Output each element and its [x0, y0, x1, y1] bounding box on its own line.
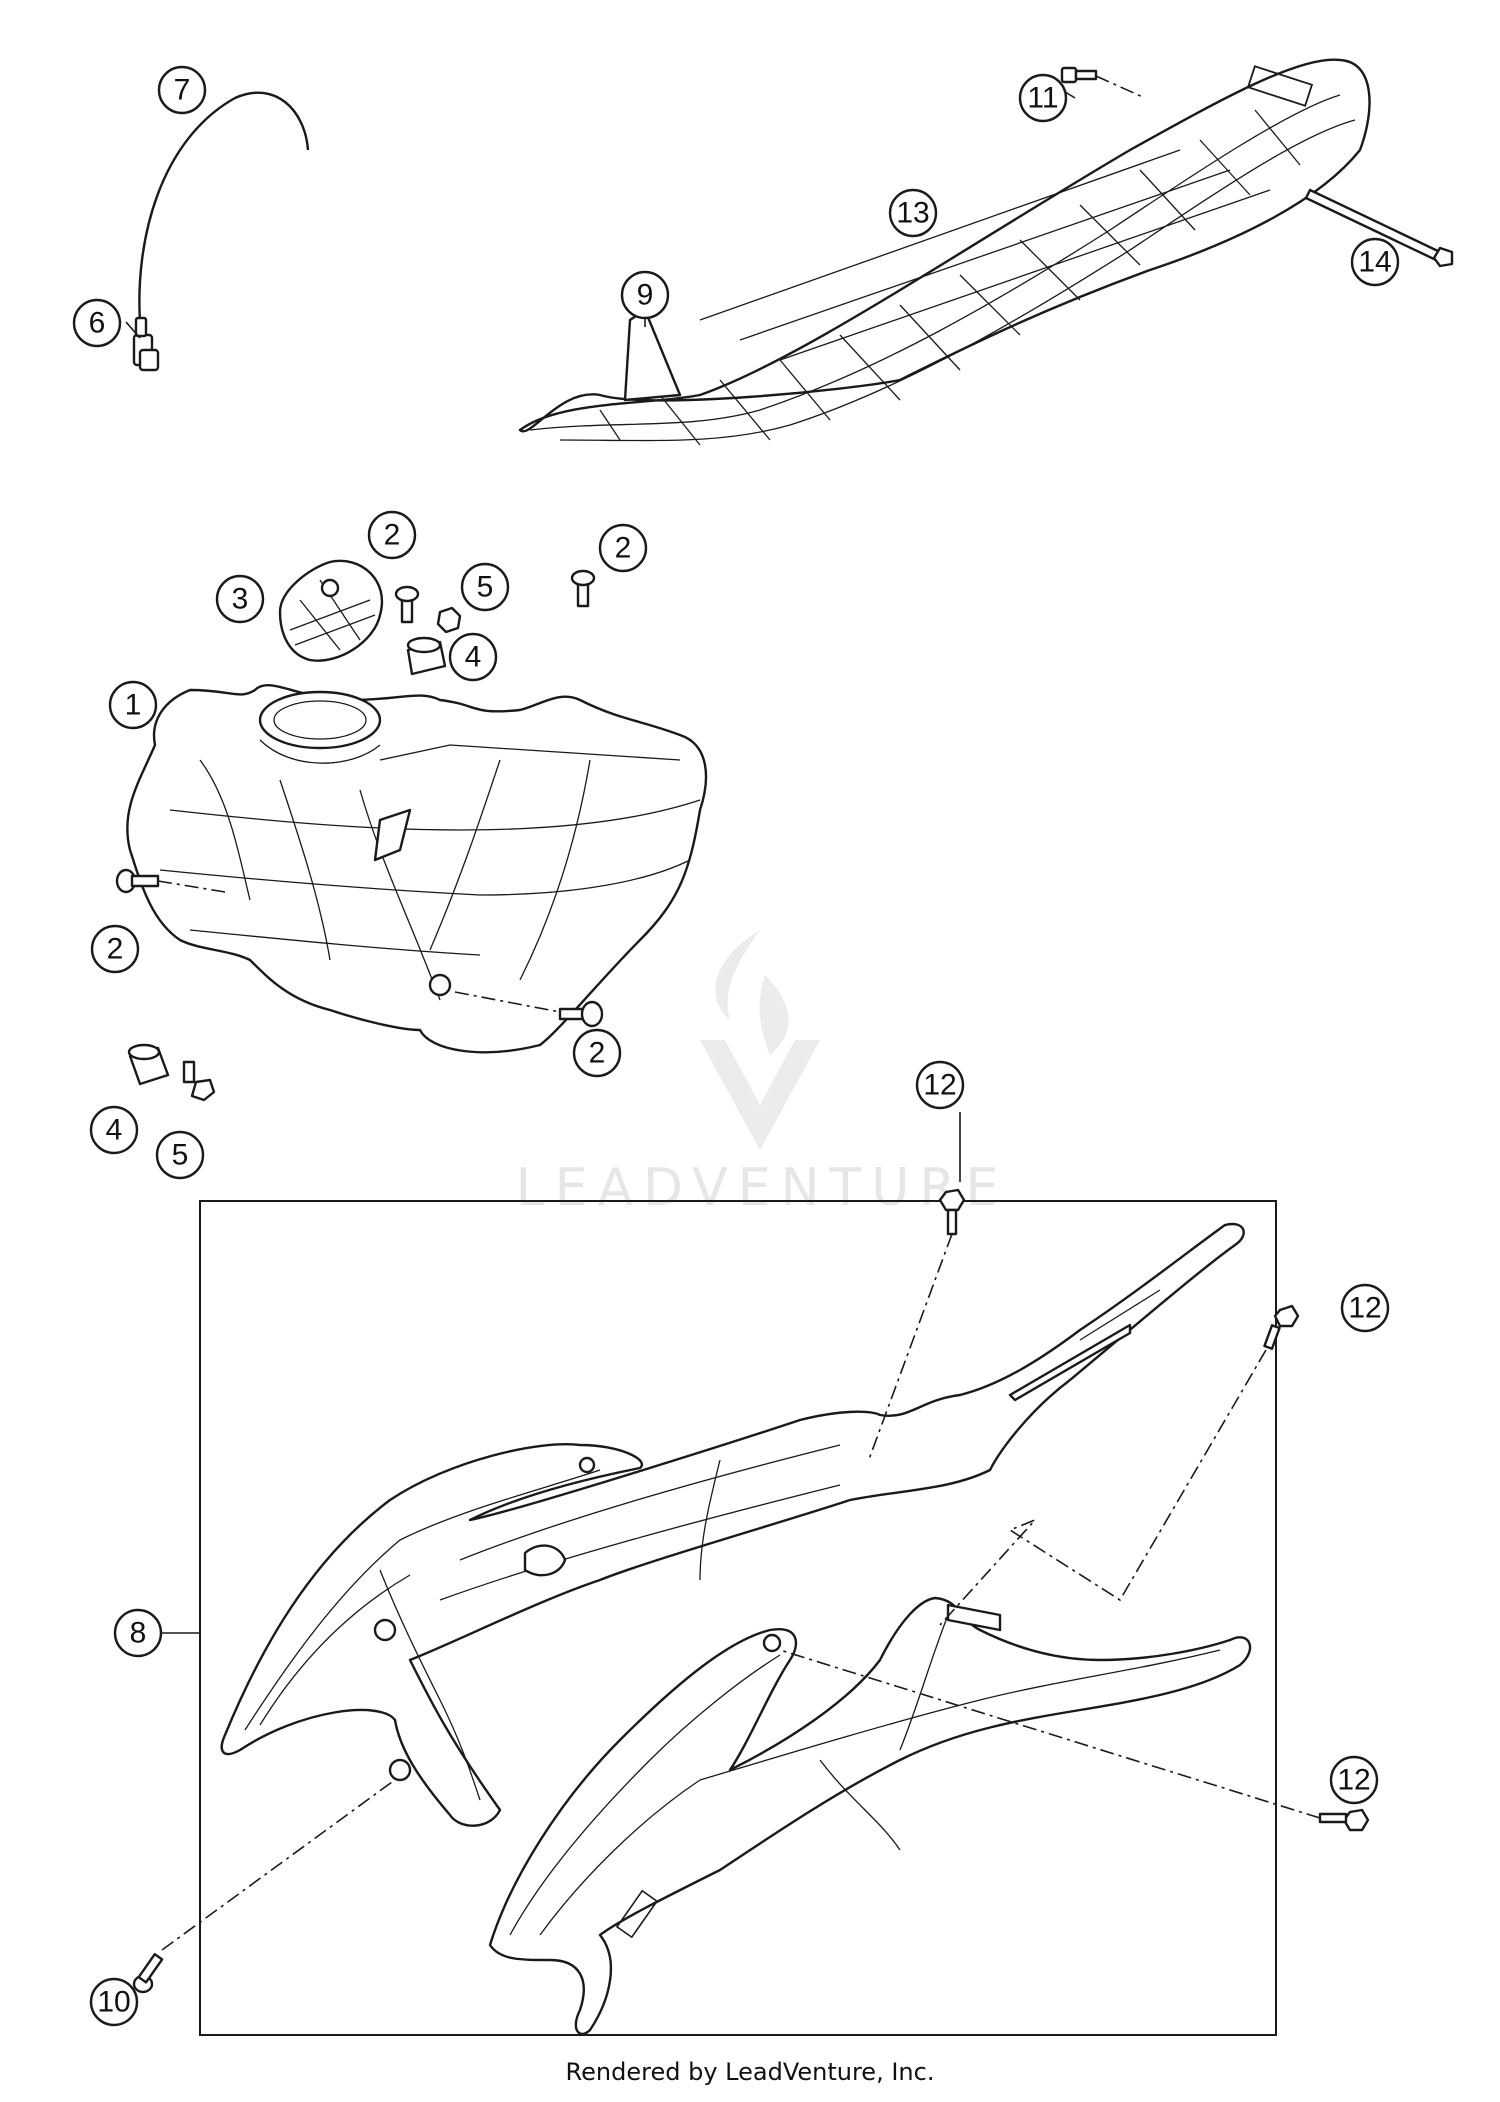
callout-2-tank-right[interactable]: 2 — [572, 1028, 622, 1078]
side-panel-right[interactable] — [488, 1596, 1252, 2036]
svg-text:12: 12 — [1348, 1292, 1381, 1325]
screw-tank-right[interactable] — [558, 1000, 604, 1028]
panel-logo — [615, 1889, 659, 1939]
seat[interactable] — [518, 58, 1371, 446]
callout-2-top-left[interactable]: 2 — [367, 510, 417, 560]
spacer-top[interactable] — [406, 636, 447, 676]
svg-text:12: 12 — [923, 1069, 956, 1102]
svg-text:2: 2 — [589, 1037, 606, 1070]
kit-frame — [199, 1200, 1277, 2036]
screw-12-bottom[interactable] — [1318, 1808, 1370, 1832]
seat-ribs — [599, 109, 1301, 446]
svg-text:10: 10 — [97, 1986, 130, 2019]
screw-10[interactable] — [132, 1953, 164, 1994]
callouts: 1 2 2 2 2 3 4 4 5 5 6 7 8 9 10 11 12 12 … — [72, 65, 1400, 2027]
watermark-v-icon — [700, 1040, 820, 1150]
side-panel-left[interactable] — [220, 1222, 1245, 1827]
callout-8[interactable]: 8 — [113, 1608, 163, 1658]
callout-14[interactable]: 14 — [1350, 237, 1400, 287]
callout-3[interactable]: 3 — [215, 574, 265, 624]
screw-top-right[interactable] — [570, 569, 596, 608]
svg-text:12: 12 — [1337, 1764, 1370, 1797]
screw-tank-left[interactable] — [115, 868, 160, 894]
callout-12-top[interactable]: 12 — [915, 1060, 965, 1110]
svg-text:5: 5 — [477, 571, 494, 604]
svg-text:3: 3 — [232, 583, 249, 616]
nut-top-left[interactable] — [436, 606, 462, 634]
nut-bottom[interactable] — [182, 1060, 216, 1102]
watermark-flame-icon — [715, 930, 789, 1055]
callout-13[interactable]: 13 — [888, 188, 938, 238]
fuel-cap[interactable] — [278, 559, 383, 662]
callout-5-bottom[interactable]: 5 — [155, 1130, 205, 1180]
svg-text:5: 5 — [172, 1139, 189, 1172]
callout-5-top[interactable]: 5 — [460, 562, 510, 612]
callout-7[interactable]: 7 — [157, 65, 207, 115]
svg-text:2: 2 — [384, 519, 401, 552]
valve[interactable] — [132, 316, 160, 372]
callout-4-top[interactable]: 4 — [448, 632, 498, 682]
callout-2-top-right[interactable]: 2 — [598, 523, 648, 573]
callout-2-tank-left[interactable]: 2 — [90, 924, 140, 974]
screw-12-right[interactable] — [1263, 1304, 1300, 1350]
svg-text:2: 2 — [615, 532, 632, 565]
footer-credit: Rendered by LeadVenture, Inc. — [565, 2058, 935, 2086]
svg-text:6: 6 — [89, 307, 106, 340]
callout-6[interactable]: 6 — [72, 298, 122, 348]
svg-text:11: 11 — [1027, 82, 1058, 115]
callout-12-bottom[interactable]: 12 — [1329, 1755, 1379, 1805]
seat-logo — [1246, 65, 1314, 107]
callout-9[interactable]: 9 — [620, 270, 670, 320]
svg-text:4: 4 — [106, 1114, 123, 1147]
svg-text:14: 14 — [1358, 246, 1391, 279]
svg-text:4: 4 — [465, 641, 482, 674]
watermark-text: LEADVENTURE — [516, 1158, 1009, 1218]
svg-text:9: 9 — [637, 279, 654, 312]
callout-1[interactable]: 1 — [108, 680, 158, 730]
spacer-bottom[interactable] — [127, 1043, 170, 1086]
svg-text:7: 7 — [174, 74, 191, 107]
callout-4-bottom[interactable]: 4 — [89, 1105, 139, 1155]
svg-text:8: 8 — [130, 1617, 147, 1650]
watermark: LEADVENTURE — [516, 930, 1009, 1218]
screw-top-left[interactable] — [394, 585, 420, 624]
callout-10[interactable]: 10 — [89, 1977, 139, 2027]
svg-text:2: 2 — [107, 933, 124, 966]
callout-11[interactable]: 11 — [1018, 73, 1068, 123]
fuel-tank[interactable] — [126, 684, 708, 1054]
seat-bolt-front[interactable] — [1060, 66, 1098, 84]
vent-hose[interactable] — [138, 91, 310, 323]
callout-12-right[interactable]: 12 — [1340, 1283, 1390, 1333]
svg-text:1: 1 — [125, 689, 142, 722]
screw-12-top[interactable] — [938, 1188, 966, 1236]
seat-bolt-rear[interactable] — [1304, 188, 1454, 268]
svg-text:13: 13 — [896, 197, 929, 230]
